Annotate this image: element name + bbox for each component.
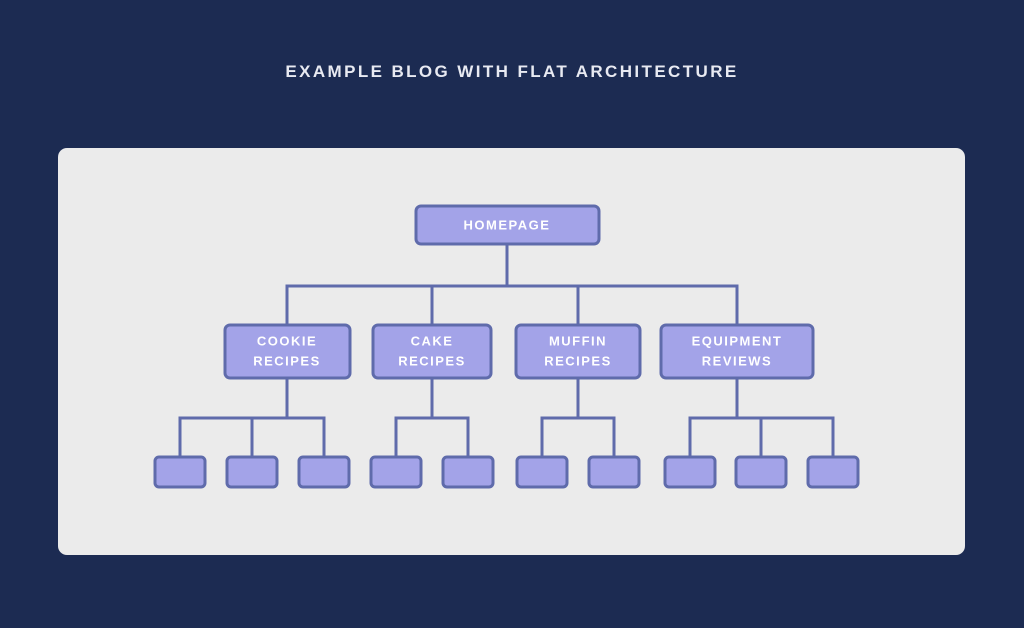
connector-group-equipment (688, 376, 835, 459)
node-cookie-recipes-label-line1: COOKIE (257, 333, 317, 348)
leaf-node-equipment-3[interactable] (806, 455, 860, 489)
connector-group-muffin (540, 376, 616, 459)
leaf-node-cookie-1[interactable] (153, 455, 207, 489)
leaf-node-muffin-2[interactable] (587, 455, 641, 489)
leaf-node-muffin-1[interactable] (515, 455, 569, 489)
node-homepage-box[interactable] (414, 204, 601, 246)
node-muffin-recipes-label-line1: MUFFIN (549, 333, 607, 348)
diagram-panel: HOMEPAGE COOKIE RECIPES CAKE RECIPES MUF… (58, 148, 965, 555)
node-homepage[interactable]: HOMEPAGE (414, 204, 601, 246)
leaf-node-cookie-3[interactable] (297, 455, 351, 489)
node-cake-recipes-box[interactable] (371, 323, 493, 380)
node-muffin-recipes-box[interactable] (514, 323, 642, 380)
leaf-node-equipment-1[interactable] (663, 455, 717, 489)
node-equipment-reviews-label-line1: EQUIPMENT (692, 333, 783, 348)
node-cake-recipes[interactable]: CAKE RECIPES (371, 323, 493, 380)
node-cake-recipes-label-line2: RECIPES (398, 353, 466, 368)
node-cookie-recipes-box[interactable] (223, 323, 352, 380)
node-cookie-recipes[interactable]: COOKIE RECIPES (223, 323, 352, 380)
connector-group-cookie (178, 376, 326, 459)
node-cookie-recipes-label-line2: RECIPES (253, 353, 321, 368)
node-equipment-reviews-box[interactable] (659, 323, 815, 380)
connector-group-root (285, 230, 739, 327)
connector-group-cake (394, 376, 470, 459)
page-title: EXAMPLE BLOG WITH FLAT ARCHITECTURE (285, 62, 739, 81)
node-equipment-reviews-label-line2: REVIEWS (702, 353, 772, 368)
leaf-nodes-group (153, 455, 860, 489)
node-muffin-recipes[interactable]: MUFFIN RECIPES (514, 323, 642, 380)
leaf-node-cookie-2[interactable] (225, 455, 279, 489)
leaf-node-equipment-2[interactable] (734, 455, 788, 489)
node-homepage-label: HOMEPAGE (464, 217, 551, 232)
node-cake-recipes-label-line1: CAKE (411, 333, 454, 348)
leaf-node-cake-1[interactable] (369, 455, 423, 489)
leaf-node-cake-2[interactable] (441, 455, 495, 489)
node-muffin-recipes-label-line2: RECIPES (544, 353, 612, 368)
site-architecture-diagram: HOMEPAGE COOKIE RECIPES CAKE RECIPES MUF… (153, 204, 860, 489)
node-equipment-reviews[interactable]: EQUIPMENT REVIEWS (659, 323, 815, 380)
